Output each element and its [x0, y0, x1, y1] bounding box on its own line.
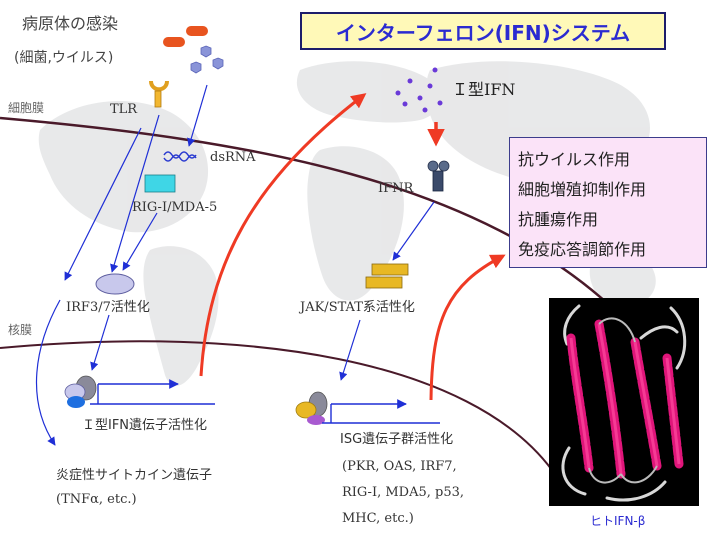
ifn-beta-structure-image [549, 298, 699, 506]
pathogen-subtitle: (細菌,ウイルス) [14, 50, 114, 66]
dsrna-icon [163, 151, 197, 162]
rig-mda-label: RIG-I/MDA-5 [132, 200, 218, 215]
protein-helix-icon [561, 304, 687, 502]
dsrna-label: dsRNA [210, 150, 256, 165]
virus-particles-icon [190, 45, 224, 74]
isg-title-label: ISG遺伝子群活性化 [340, 432, 454, 447]
isg-gene-promoter [322, 399, 440, 424]
rig-mda-sensor-icon [144, 174, 176, 193]
cell-membrane-label: 細胞膜 [8, 101, 45, 115]
type1-transcription-complex-icon [64, 375, 97, 408]
tnf-label: (TNFα, etc.) [56, 492, 137, 507]
type1-ifn-label: Ｉ型IFN [452, 80, 516, 99]
ifnr-label: IFNR [378, 181, 414, 196]
jak-stat-label: JAK/STAT系活性化 [300, 300, 415, 315]
ifnr-receptor-icon [427, 160, 450, 192]
ifn-molecules-icon [395, 67, 443, 113]
signal-arrows [35, 84, 435, 446]
isg-list-line-3: MHC, etc.) [342, 511, 414, 526]
ifn-arrows [199, 93, 506, 401]
isg-list-line-1: (PKR, OAS, IRF7, [342, 459, 457, 474]
tlr-receptor-icon [149, 80, 169, 108]
irf-label: IRF3/7活性化 [66, 300, 150, 315]
effect-antitumor: 抗腫瘍作用 [518, 210, 599, 229]
tlr-label: TLR [110, 102, 138, 117]
nuclear-membrane-label: 核膜 [8, 323, 33, 337]
page-title: インターフェロン(IFN)システム [335, 20, 631, 45]
pathogen-title: 病原体の感染 [22, 14, 119, 33]
effect-immunomodulation: 免疫応答調節作用 [518, 240, 647, 259]
effects-box: 抗ウイルス作用 細胞増殖抑制作用 抗腫瘍作用 免疫応答調節作用 [509, 137, 707, 268]
type1-gene-label: Ｉ型IFN遺伝子活性化 [82, 418, 208, 433]
title-banner: インターフェロン(IFN)システム [300, 12, 666, 50]
world-map-background [38, 61, 656, 386]
isg-list-line-2: RIG-I, MDA5, p53, [342, 485, 464, 500]
irf-ellipse-icon [95, 273, 135, 295]
isg-transcription-complex-icon [295, 391, 328, 425]
inflammatory-gene-label: 炎症性サイトカイン遺伝子 [56, 468, 213, 483]
effect-antiproliferative: 細胞増殖抑制作用 [518, 180, 647, 199]
jak-stat-kinase-icon [365, 263, 409, 289]
type1-gene-promoter [90, 379, 215, 405]
nuclear-membrane-line [0, 340, 553, 471]
protein-caption: ヒトIFN-β [590, 514, 646, 528]
bacteria-icon [163, 26, 208, 47]
effect-antiviral: 抗ウイルス作用 [518, 150, 631, 169]
